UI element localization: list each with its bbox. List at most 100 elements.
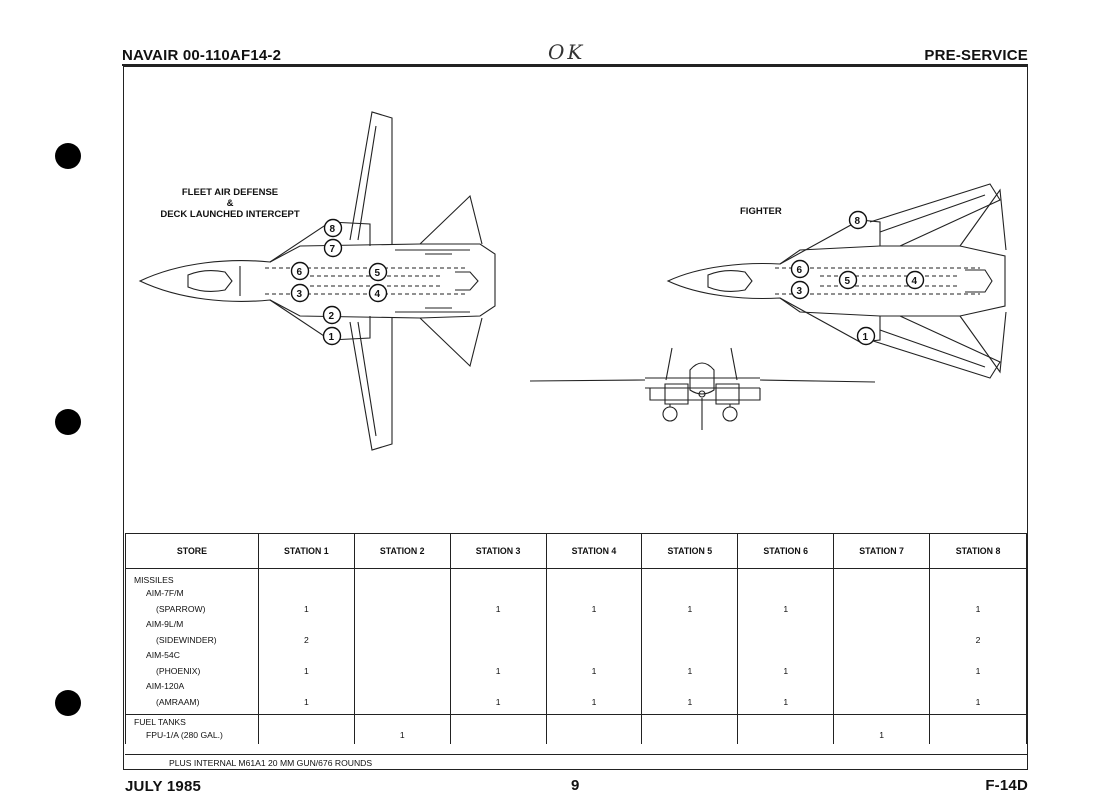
page-number: 9	[571, 777, 580, 794]
right-station-6: 6	[790, 259, 810, 279]
svg-text:6: 6	[297, 267, 303, 278]
fuel-store-cell: FUEL TANKS FPU-1/A (280 GAL.)	[125, 714, 259, 744]
right-config-title: FIGHTER	[740, 206, 782, 217]
qty	[451, 728, 546, 744]
qty: 1	[687, 603, 693, 614]
left-station-5: 5	[368, 262, 388, 282]
qty	[834, 664, 929, 680]
svg-text:1: 1	[329, 332, 335, 343]
qty: 1	[879, 730, 884, 740]
qty: 1	[591, 665, 597, 676]
qty: 1	[303, 696, 309, 707]
header-station-1: STATION 1	[257, 533, 355, 569]
qty: 1	[687, 665, 693, 676]
qty	[259, 728, 354, 744]
missiles-row: MISSILES AIM-7F/M (SPARROW) AIM-9L/M (SI…	[125, 568, 1027, 715]
right-station-4: 4	[905, 270, 925, 290]
left-title-line-1: FLEET AIR DEFENSE	[181, 187, 279, 198]
binder-hole-middle	[55, 409, 81, 435]
header-store: STORE	[125, 533, 259, 569]
qty	[642, 633, 737, 649]
qty: 1	[975, 696, 981, 707]
qty: 1	[975, 665, 981, 676]
missile-name: AIM-7F/M	[146, 588, 184, 598]
svg-text:5: 5	[375, 268, 381, 279]
qty: 1	[399, 730, 405, 740]
left-station-2: 2	[322, 305, 342, 325]
station-7-missiles	[833, 568, 931, 715]
svg-text:4: 4	[912, 276, 918, 287]
footer-date: JULY 1985	[125, 778, 202, 795]
left-station-3: 3	[290, 283, 310, 303]
qty	[834, 695, 929, 711]
station-2-fuel: 1	[353, 714, 451, 744]
left-station-1: 1	[322, 326, 342, 346]
qty	[547, 633, 642, 649]
left-station-4: 4	[368, 283, 388, 303]
left-config-title: FLEET AIR DEFENSE & DECK LAUNCHED INTERC…	[160, 187, 300, 220]
right-station-markers: 8 6 5 4 3 1	[790, 210, 925, 346]
svg-text:6: 6	[797, 265, 803, 276]
missile-name: AIM-120A	[146, 681, 185, 691]
station-8-missiles: 1 2 1 1	[929, 568, 1027, 715]
qty	[451, 633, 546, 649]
station-3-missiles: 1 1 1	[449, 568, 547, 715]
gun-note: PLUS INTERNAL M61A1 20 MM GUN/676 ROUNDS	[125, 754, 1027, 770]
station-2-missiles	[353, 568, 451, 715]
aircraft-designation: F-14D	[985, 777, 1028, 794]
handwritten-note: OK	[548, 40, 586, 64]
station-6-missiles: 1 1 1	[737, 568, 835, 715]
station-3-fuel	[449, 714, 547, 744]
station-4-missiles: 1 1 1	[545, 568, 643, 715]
station-4-fuel	[545, 714, 643, 744]
qty	[355, 602, 450, 618]
qty	[547, 728, 642, 744]
missile-sub: (AMRAAM)	[156, 696, 200, 707]
qty	[834, 602, 929, 618]
right-station-1: 1	[856, 326, 876, 346]
svg-text:7: 7	[330, 244, 336, 255]
svg-text:2: 2	[329, 311, 335, 322]
qty: 1	[303, 665, 309, 676]
missile-name: AIM-9L/M	[146, 619, 184, 629]
station-6-fuel	[737, 714, 835, 744]
right-station-5: 5	[838, 270, 858, 290]
qty: 1	[783, 665, 789, 676]
header-station-3: STATION 3	[449, 533, 547, 569]
right-station-3: 3	[790, 280, 810, 300]
left-title-line-3: DECK LAUNCHED INTERCEPT	[160, 209, 300, 220]
right-station-8: 8	[848, 210, 868, 230]
stores-station-table: STORE STATION 1 STATION 2 STATION 3 STAT…	[125, 533, 1027, 744]
left-station-7: 7	[323, 238, 343, 258]
binder-hole-top	[55, 143, 81, 169]
qty	[834, 633, 929, 649]
qty	[355, 695, 450, 711]
svg-text:1: 1	[863, 332, 869, 343]
left-aircraft-planform	[138, 111, 496, 451]
qty: 2	[975, 634, 981, 645]
missile-sub: (SPARROW)	[156, 603, 206, 614]
svg-text:8: 8	[855, 216, 861, 227]
table-header-row: STORE STATION 1 STATION 2 STATION 3 STAT…	[125, 533, 1027, 569]
qty	[738, 633, 833, 649]
qty: 1	[303, 603, 309, 614]
header-station-4: STATION 4	[545, 533, 643, 569]
missile-sub: (PHOENIX)	[156, 665, 201, 676]
qty: 2	[303, 634, 309, 645]
qty: 1	[783, 603, 789, 614]
station-8-fuel	[929, 714, 1027, 744]
svg-text:3: 3	[297, 289, 303, 300]
left-station-markers: 8 7 6 5 3 4 2 1	[290, 218, 388, 346]
qty: 1	[591, 696, 597, 707]
station-5-fuel	[641, 714, 739, 744]
header-station-7: STATION 7	[833, 533, 931, 569]
qty	[355, 633, 450, 649]
qty: 1	[495, 665, 501, 676]
header-station-8: STATION 8	[929, 533, 1027, 569]
section-title: PRE-SERVICE	[924, 47, 1028, 64]
svg-text:5: 5	[845, 276, 851, 287]
qty: 1	[495, 603, 501, 614]
qty: 1	[495, 696, 501, 707]
station-5-missiles: 1 1 1	[641, 568, 739, 715]
